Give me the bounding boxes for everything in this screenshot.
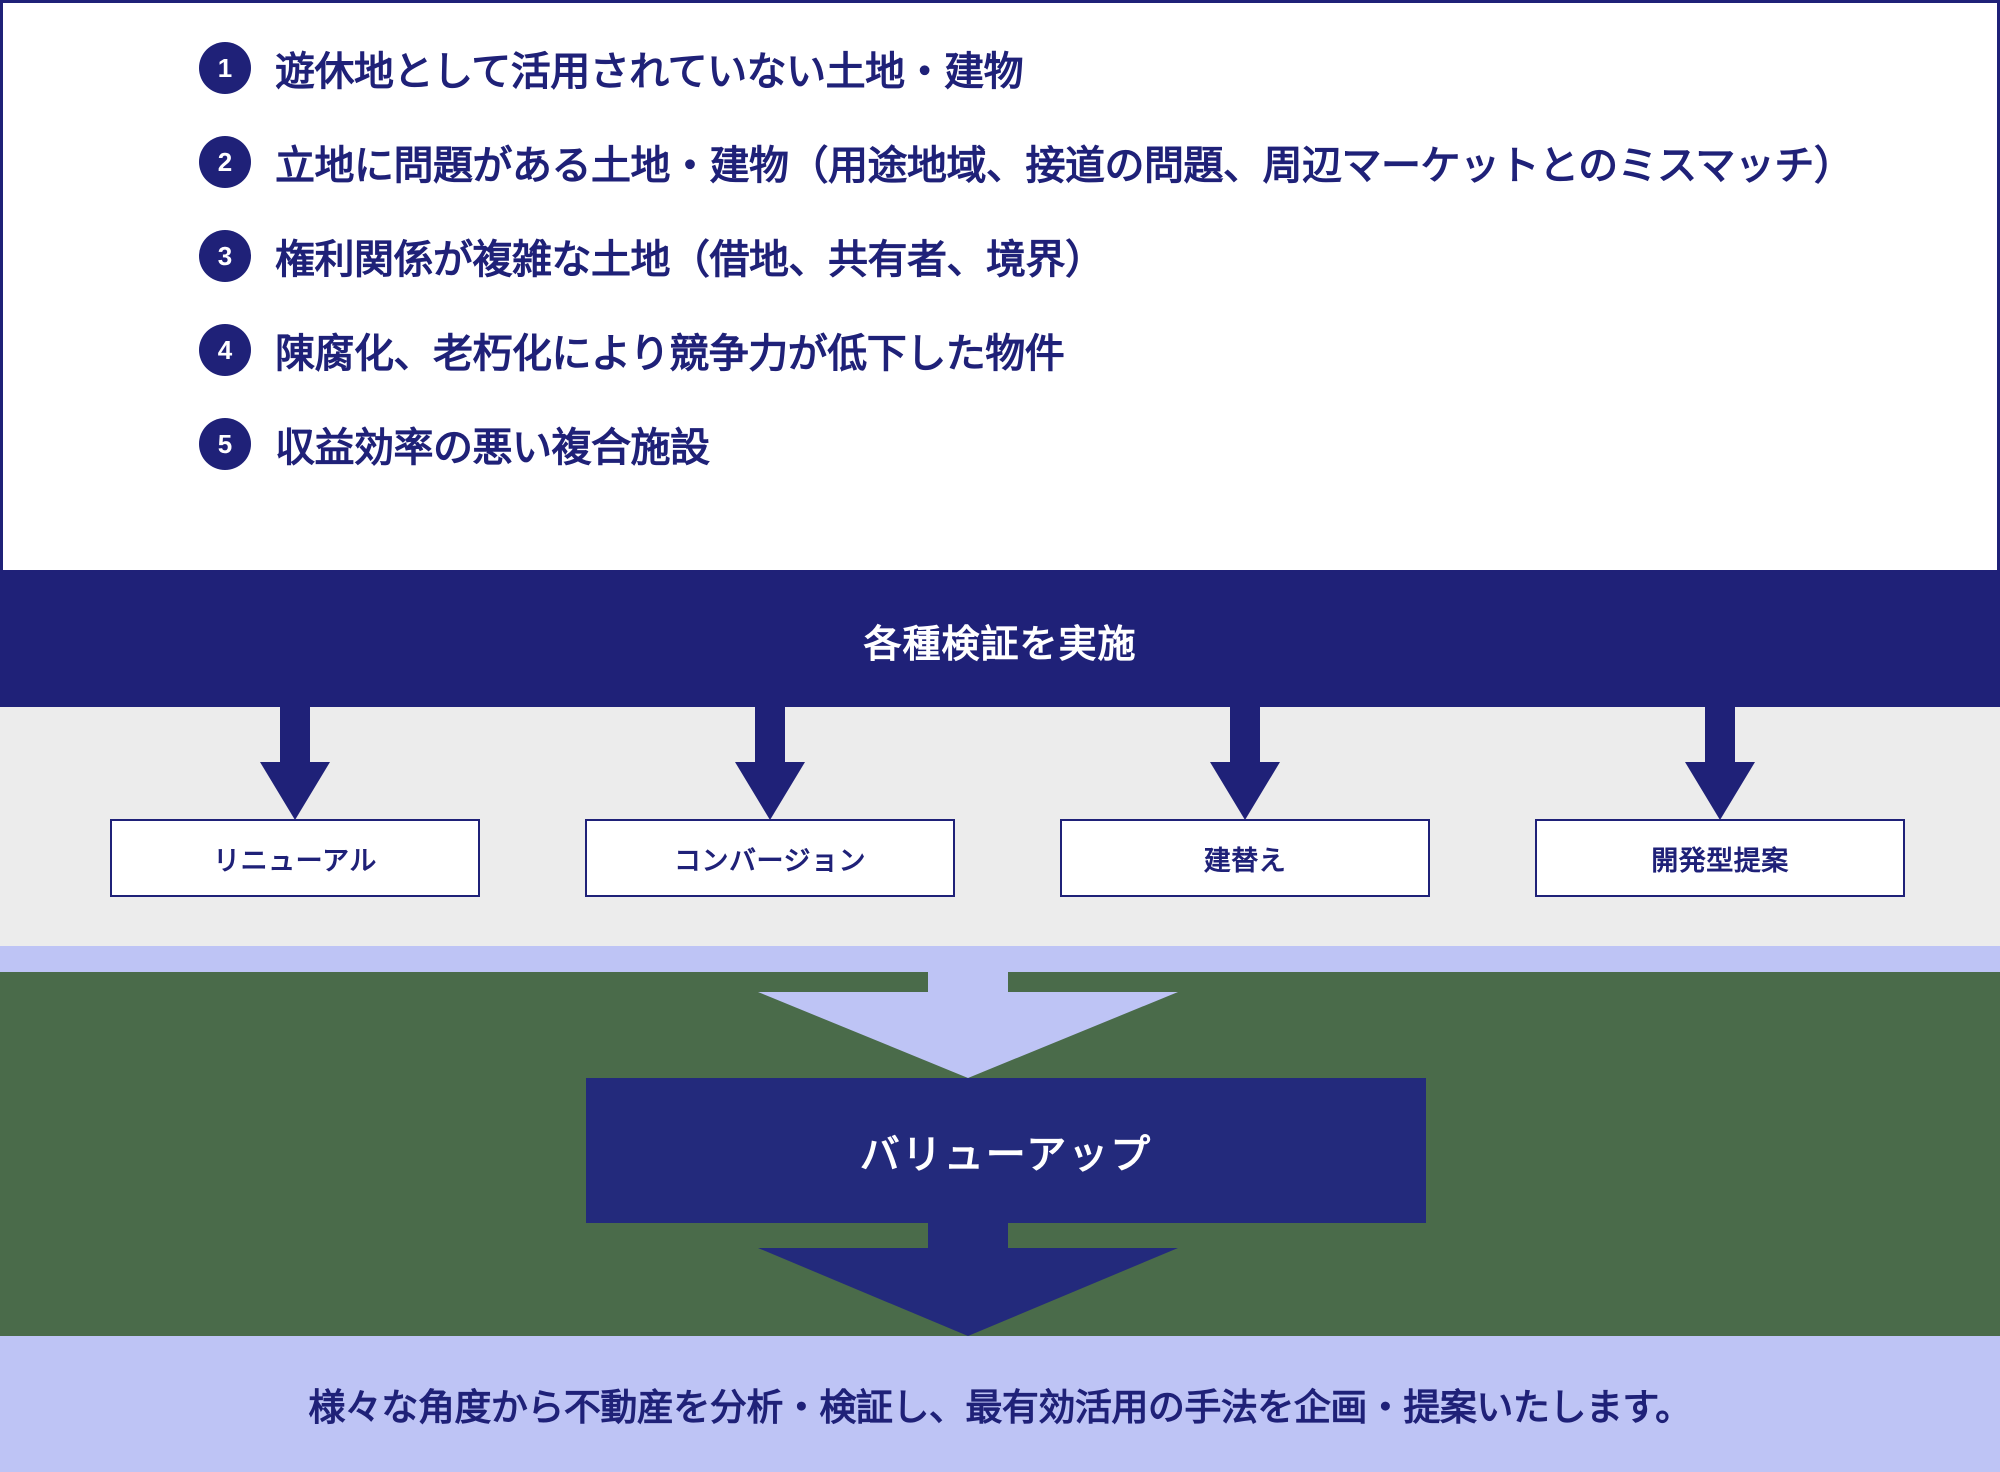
list-item: 2 立地に問題がある土地・建物（用途地域、接道の問題、周辺マーケットとのミスマッ… [199,127,1959,197]
option-column: 開発型提案 [1535,707,1905,946]
list-item: 5 収益効率の悪い複合施設 [199,409,1959,479]
list-item: 1 遊休地として活用されていない土地・建物 [199,33,1959,103]
option-column: リニューアル [110,707,480,946]
option-label: リニューアル [213,845,377,876]
verification-label: 各種検証を実施 [863,623,1137,666]
funnel-down-arrow-icon [758,972,1178,1078]
down-arrow-icon [260,707,330,820]
option-box-development-proposal: 開発型提案 [1535,819,1905,897]
valueup-box: バリューアップ [586,1078,1426,1223]
conclusion-band: 様々な角度から不動産を分析・検証し、最有効活用の手法を企画・提案いたします。 [0,1336,2000,1472]
issue-number-badge: 2 [199,136,251,188]
issue-label: 陳腐化、老朽化により競争力が低下した物件 [275,332,1065,376]
option-box-conversion: コンバージョン [585,819,955,897]
down-arrow-icon [735,707,805,820]
down-arrow-icon [1210,707,1280,820]
option-label: コンバージョン [674,845,866,876]
option-column: コンバージョン [585,707,955,946]
issue-number-badge: 5 [199,418,251,470]
issues-panel: 1 遊休地として活用されていない土地・建物 2 立地に問題がある土地・建物（用途… [0,0,2000,573]
purple-divider [0,946,2000,972]
option-label: 建替え [1203,845,1287,876]
valueup-label: バリューアップ [859,1132,1153,1177]
issue-label: 遊休地として活用されていない土地・建物 [275,50,1024,94]
issue-number-badge: 4 [199,324,251,376]
issues-list: 1 遊休地として活用されていない土地・建物 2 立地に問題がある土地・建物（用途… [199,33,1959,479]
option-box-renewal: リニューアル [110,819,480,897]
list-item: 4 陳腐化、老朽化により競争力が低下した物件 [199,315,1959,385]
option-label: 開発型提案 [1651,845,1789,876]
issue-label: 権利関係が複雑な土地（借地、共有者、境界） [275,238,1105,282]
list-item: 3 権利関係が複雑な土地（借地、共有者、境界） [199,221,1959,291]
verification-banner: 各種検証を実施 [0,573,2000,707]
issue-number-badge: 1 [199,42,251,94]
options-band: リニューアル コンバージョン 建替え 開発型提案 [0,707,2000,946]
valueup-section: バリューアップ [0,972,2000,1336]
issue-label: 収益効率の悪い複合施設 [275,426,710,470]
issue-label: 立地に問題がある土地・建物（用途地域、接道の問題、周辺マーケットとのミスマッチ） [275,144,1854,188]
conclusion-text: 様々な角度から不動産を分析・検証し、最有効活用の手法を企画・提案いたします。 [308,1387,1692,1428]
option-box-rebuild: 建替え [1060,819,1430,897]
down-arrow-icon [1685,707,1755,820]
option-column: 建替え [1060,707,1430,946]
issue-number-badge: 3 [199,230,251,282]
exit-down-arrow-icon [758,1223,1178,1336]
